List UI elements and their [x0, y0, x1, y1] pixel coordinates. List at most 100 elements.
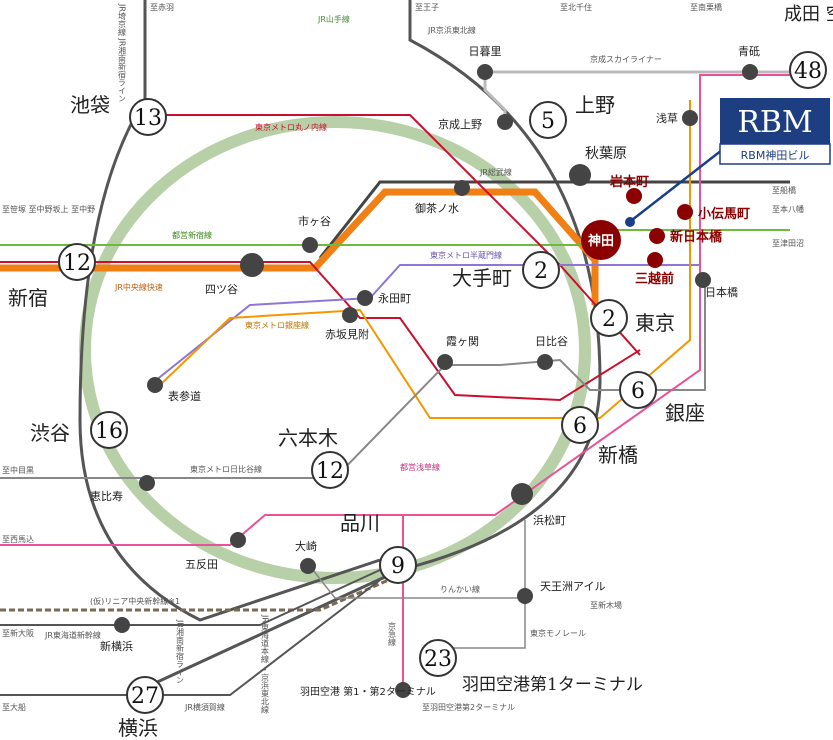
station-dot-yotsuya[interactable] — [240, 253, 264, 277]
station-dot-gotanda[interactable] — [230, 532, 246, 548]
hub-yokohama[interactable]: 27 横浜 — [118, 676, 164, 740]
station-ichigaya: 市ヶ谷 — [298, 214, 331, 228]
station-dot-osaki[interactable] — [300, 558, 316, 574]
tokaido-yokosuka-label: JR東海道本線 ・京浜東北線 — [261, 614, 270, 714]
dir-shinosaka: 至新大阪 — [2, 628, 34, 638]
dir-shinkiba: 至新木場 — [590, 600, 622, 610]
rinkai-label: りんかい線 — [440, 584, 480, 594]
asakusa-line — [0, 74, 790, 546]
station-dot-tennozu[interactable] — [517, 588, 533, 604]
keikyu-label: 京急線 — [388, 621, 397, 646]
station-dot-iwamotocho[interactable] — [626, 188, 642, 204]
hub-name: 上野 — [575, 93, 615, 117]
yamanote-label: JR山手線 — [317, 14, 350, 24]
station-osaki: 大崎 — [295, 539, 317, 553]
station-yotsuya: 四ツ谷 — [205, 283, 238, 296]
station-dot-shin-yokohama[interactable] — [114, 617, 130, 633]
hub-tokyo[interactable]: 2 東京 — [590, 299, 675, 337]
dir-haneda2: 至羽田空港第2ターミナル — [422, 702, 515, 712]
toei-shinjuku-label: 都営新宿線 — [172, 230, 212, 240]
station-dot-nagatacho[interactable] — [357, 290, 373, 306]
station-dot-kodenmacho[interactable] — [677, 204, 693, 220]
station-dot-kanda[interactable] — [581, 220, 621, 260]
hub-name: 新橋 — [598, 443, 638, 467]
dir-kitasenju: 至北千住 — [560, 2, 592, 12]
hub-minutes: 2 — [534, 259, 548, 284]
hub-narita[interactable]: 48 成田 空港 — [784, 4, 833, 89]
hub-name: 大手町 — [452, 266, 512, 290]
station-dot-shin-nihonbashi[interactable] — [649, 228, 665, 244]
hub-ueno[interactable]: 5 上野 — [529, 93, 615, 139]
dir-nakameguro: 至中目黒 — [2, 465, 34, 475]
station-dot-ochanomizu[interactable] — [454, 180, 470, 196]
tokaido-shinkansen-label: JR東海道新幹線 — [44, 630, 101, 640]
station-hamamatsucho: 浜松町 — [533, 513, 566, 527]
station-dot-asakusa[interactable] — [682, 110, 698, 126]
station-ochanomizu: 御茶ノ水 — [415, 201, 459, 215]
hub-name: 東京 — [635, 311, 675, 335]
dir-ofuna: 至大船 — [2, 702, 26, 712]
yokosuka-label: JR横須賀線 — [184, 702, 225, 712]
dir-sasazuka: 至笹塚 至中野坂上 至中野 — [2, 204, 95, 214]
station-dot-hamamatsucho[interactable] — [511, 483, 533, 505]
hub-shibuya[interactable]: 16 渋谷 — [30, 411, 128, 449]
hub-minutes: 12 — [63, 251, 91, 276]
linear-label: (仮)リニア中央新幹線※1 — [90, 596, 180, 606]
hub-minutes: 2 — [602, 307, 616, 332]
hub-otemachi[interactable]: 2 大手町 — [452, 251, 560, 290]
marunouchi-line-2 — [0, 261, 641, 402]
hub-minutes: 48 — [794, 59, 822, 84]
station-keisei-ueno: 京成上野 — [438, 117, 482, 131]
hub-name: 品川 — [340, 511, 380, 535]
station-dot-akasaka-mitsuke[interactable] — [342, 307, 358, 323]
building-pin[interactable] — [625, 217, 635, 227]
sobu-line — [318, 180, 790, 259]
keisei-label: 京成スカイライナー — [590, 54, 662, 64]
station-nagatacho: 永田町 — [378, 291, 411, 305]
station-dot-ichigaya[interactable] — [302, 237, 318, 253]
hub-name: 六本木 — [278, 426, 338, 450]
monorail-line — [440, 598, 526, 649]
hub-minutes: 27 — [131, 684, 159, 709]
hanzomon-label: 東京メトロ半蔵門線 — [430, 250, 502, 260]
hub-shinagawa[interactable]: 9 品川 — [340, 511, 417, 584]
station-dot-ebisu[interactable] — [139, 475, 155, 491]
station-dot-mitsukoshimae[interactable] — [647, 252, 663, 268]
hub-name: 横浜 — [118, 716, 158, 740]
tokaido-shinkansen-line — [0, 569, 381, 626]
station-gotanda: 五反田 — [185, 558, 218, 571]
station-akihabara: 秋葉原 — [585, 146, 627, 162]
station-dot-hibiya[interactable] — [537, 354, 553, 370]
station-dot-akihabara[interactable] — [569, 164, 591, 186]
hub-roppongi[interactable]: 12 六本木 — [278, 426, 349, 489]
station-dot-nippori[interactable] — [477, 64, 493, 80]
station-dot-kasumigaseki[interactable] — [437, 354, 453, 370]
shonan-shinjuku-label: JR湘南新宿ライン — [176, 619, 185, 684]
station-hibiya: 日比谷 — [535, 335, 568, 348]
hub-shinbashi[interactable]: 6 新橋 — [561, 406, 638, 467]
hub-name: 池袋 — [70, 93, 110, 117]
hub-ginza[interactable]: 6 銀座 — [619, 371, 705, 425]
hub-name: 銀座 — [665, 401, 705, 425]
hub-shinjuku[interactable]: 12 新宿 — [8, 243, 96, 310]
marunouchi-label: 東京メトロ丸ノ内線 — [255, 122, 327, 132]
station-dot-aoto[interactable] — [742, 64, 758, 80]
building-badge[interactable]: RBM RBM神田ビル — [719, 98, 831, 165]
station-dot-haneda23[interactable] — [395, 682, 411, 698]
hub-minutes: 9 — [391, 554, 405, 579]
station-shin-nihonbashi: 新日本橋 — [670, 229, 723, 245]
hub-name: 新宿 — [8, 286, 48, 310]
station-kanda: 神田 — [588, 233, 614, 249]
hub-ikebukuro[interactable]: 13 池袋 — [70, 93, 167, 136]
hub-minutes: 16 — [95, 419, 123, 444]
station-dot-nihonbashi[interactable] — [695, 272, 711, 288]
station-dot-keisei-ueno[interactable] — [497, 114, 513, 130]
dir-oji: 至王子 — [415, 3, 439, 12]
station-dot-omotesando[interactable] — [147, 377, 163, 393]
station-omotesando: 表参道 — [168, 389, 201, 403]
rinkai-line — [304, 520, 526, 599]
monorail-label: 東京モノレール — [530, 628, 586, 638]
building-pointer — [631, 149, 723, 221]
hub-haneda1[interactable]: 23 羽田空港第1ターミナル — [419, 639, 643, 695]
hub-minutes: 6 — [573, 414, 587, 439]
